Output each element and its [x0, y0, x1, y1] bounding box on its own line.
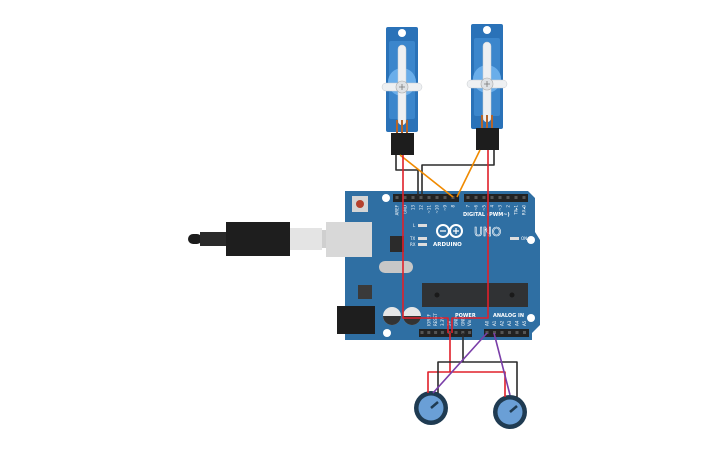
led-label-l: L	[413, 223, 416, 228]
pin-label: RESET	[433, 313, 438, 326]
header-pin[interactable]	[498, 196, 502, 199]
potentiometer-2[interactable]	[493, 395, 527, 429]
crystal	[379, 261, 413, 273]
servo-1-connector[interactable]	[391, 133, 414, 155]
header-pin[interactable]	[514, 196, 518, 199]
pin-label: 13	[411, 205, 416, 211]
wire-servo1-signal[interactable]	[399, 154, 454, 198]
power-header-label: POWER	[455, 313, 476, 319]
header-pin[interactable]	[506, 196, 510, 199]
wire-5v-to-pots[interactable]	[427, 333, 506, 397]
wire-gnd-to-pots[interactable]	[437, 333, 518, 397]
header-pin[interactable]	[427, 331, 431, 334]
digital-header-label: DIGITAL (PWM~)	[463, 212, 510, 218]
header-pin[interactable]	[461, 331, 465, 334]
arduino-brand: ARDUINO	[433, 242, 462, 248]
led-label-rx: RX	[410, 242, 416, 247]
pin-label: 2	[506, 205, 511, 208]
pin-label: 12	[419, 205, 424, 211]
pin-label: GND	[460, 317, 465, 326]
pin-label: IOREF	[426, 313, 431, 326]
pin-label: ~11	[427, 205, 432, 214]
header-pin[interactable]	[403, 196, 407, 199]
header-pin[interactable]	[435, 196, 439, 199]
servo-1[interactable]	[381, 26, 423, 155]
pin-label: A0	[485, 320, 490, 326]
header-pin[interactable]	[474, 196, 478, 199]
pin-label: ~10	[435, 205, 440, 214]
pin-label: 5V	[447, 320, 452, 326]
header-pin[interactable]	[440, 331, 444, 334]
pin-label: A1	[492, 320, 497, 326]
pin-label: ~5	[482, 205, 487, 211]
header-pin[interactable]	[454, 331, 458, 334]
pin-label: Vin	[467, 319, 472, 326]
header-pin[interactable]	[485, 331, 489, 334]
pin-label: A4	[515, 320, 520, 326]
header-pin[interactable]	[447, 331, 451, 334]
pin-label: AREF	[395, 204, 400, 215]
header-pin[interactable]	[508, 331, 511, 334]
wire-servo2-ground[interactable]	[421, 150, 495, 196]
header-pin[interactable]	[451, 196, 455, 199]
pin-label: A5	[522, 320, 527, 326]
pin-label: GND	[454, 317, 459, 326]
potentiometer-1[interactable]	[414, 391, 448, 425]
header-pin[interactable]	[500, 331, 504, 334]
servo-2-connector[interactable]	[476, 128, 499, 150]
header-pin[interactable]	[411, 196, 415, 199]
pin-label: A3	[507, 320, 512, 326]
wire-servo1-power[interactable]	[402, 155, 449, 333]
wire-servo1-ground[interactable]	[395, 155, 419, 196]
header-pin[interactable]	[515, 331, 519, 334]
wire-a0-to-pot1[interactable]	[432, 332, 488, 394]
header-pin[interactable]	[420, 331, 424, 334]
power-jack	[337, 306, 375, 334]
analog-header-label: ANALOG IN	[493, 313, 524, 319]
wire-servo2-power[interactable]	[451, 150, 489, 333]
header-pin[interactable]	[493, 331, 496, 334]
pin-label: 8	[451, 205, 456, 208]
arduino-logo-icon	[436, 224, 463, 238]
header-pin[interactable]	[427, 196, 431, 199]
wire-a1-to-pot2[interactable]	[493, 332, 511, 396]
digital-header-left[interactable]	[393, 194, 459, 202]
pin-label: GND	[403, 205, 408, 214]
pin-label: 3.3V	[440, 317, 445, 326]
header-pin[interactable]	[490, 196, 494, 199]
header-pin[interactable]	[434, 331, 438, 334]
header-pin[interactable]	[522, 196, 526, 199]
analog-header[interactable]	[484, 329, 529, 337]
led-label-on: ON	[521, 236, 527, 241]
pin-label: ~3	[498, 205, 503, 211]
pin-label: ~6	[474, 205, 479, 211]
header-pin[interactable]	[419, 196, 423, 199]
led-label-tx: TX	[409, 236, 415, 241]
header-pin[interactable]	[468, 331, 472, 334]
usb-cable[interactable]	[188, 222, 328, 256]
power-header[interactable]	[419, 329, 472, 337]
pin-label: 7	[466, 205, 471, 208]
pin-label: ~9	[443, 205, 448, 211]
pin-label: A2	[500, 320, 505, 326]
header-pin[interactable]	[443, 196, 447, 199]
pin-label: RX◂0	[522, 205, 527, 216]
header-pin[interactable]	[395, 196, 399, 199]
header-pin[interactable]	[466, 196, 470, 199]
header-pin[interactable]	[523, 331, 526, 334]
servo-2[interactable]	[466, 23, 508, 150]
pin-label: 4	[490, 205, 495, 208]
header-pin[interactable]	[482, 196, 486, 199]
pin-label: TX▸1	[514, 205, 519, 216]
digital-header-right[interactable]	[464, 194, 528, 202]
usb-port	[326, 222, 372, 257]
wire-servo2-signal[interactable]	[456, 149, 481, 198]
